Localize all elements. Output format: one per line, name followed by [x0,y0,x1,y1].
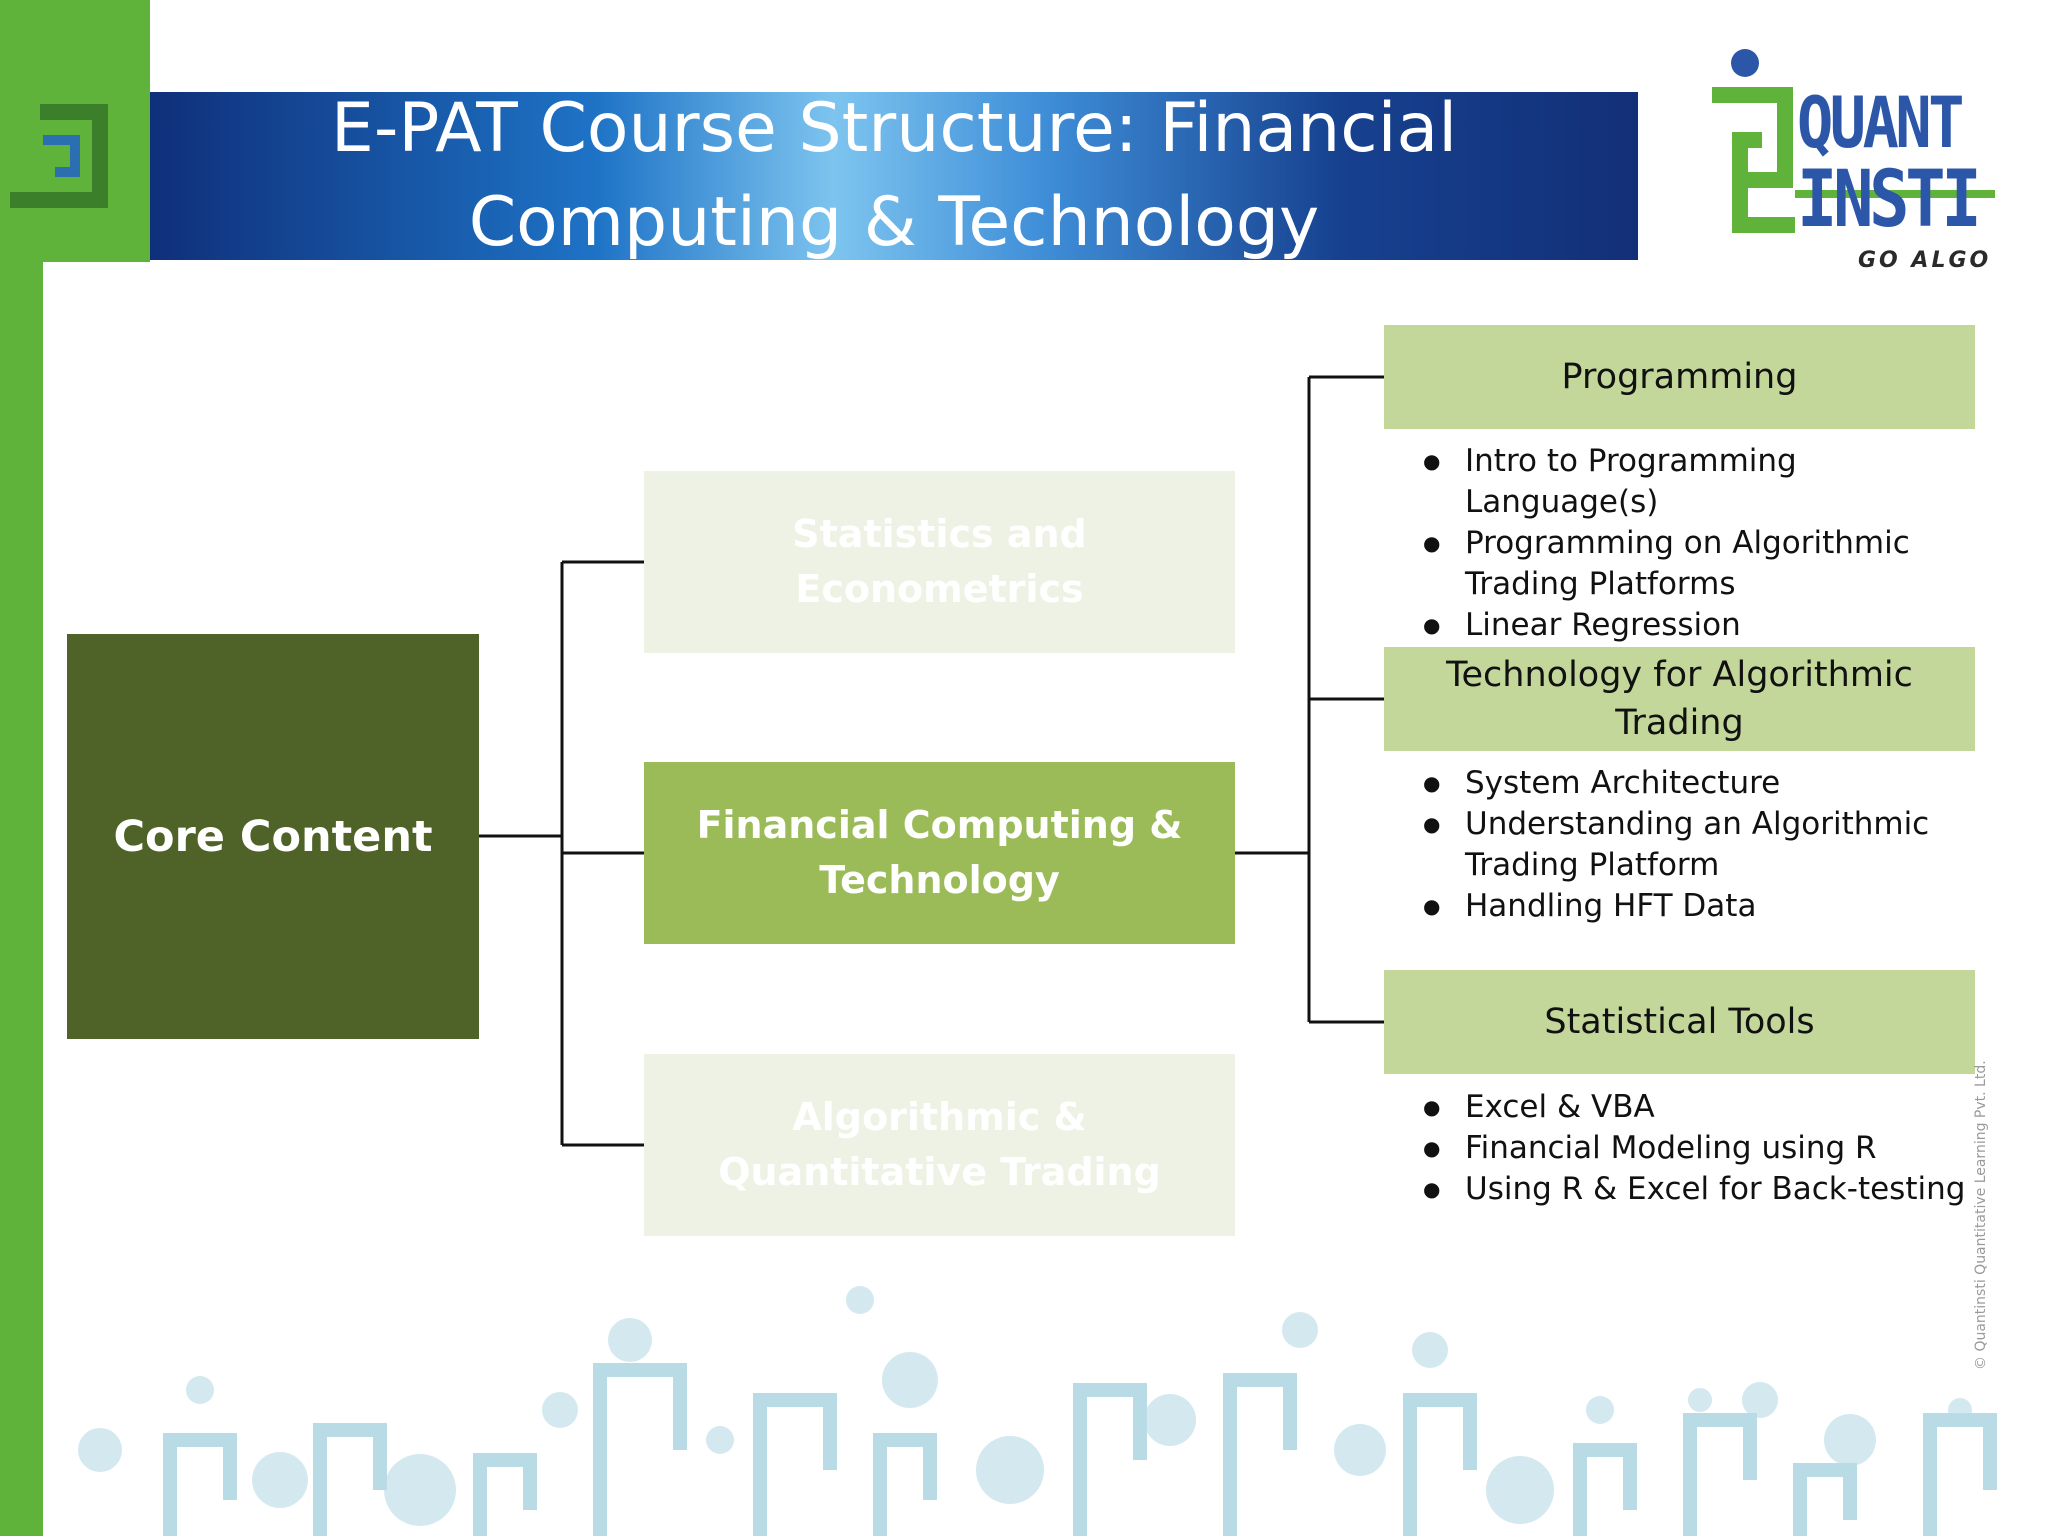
topic-heading: Statistical Tools [1544,1002,1815,1042]
topic-programming-list: Intro to Programming Language(s) Program… [1423,441,1983,646]
list-item: Using R & Excel for Back-testing [1423,1169,1983,1210]
list-item: Intro to Programming Language(s) [1423,441,1983,523]
topic-statistical-tools-box: Statistical Tools [1384,970,1975,1074]
list-item: System Architecture [1423,763,1983,804]
list-item: Handling HFT Data [1423,886,1983,927]
title-bar: E-PAT Course Structure: Financial Comput… [150,89,1638,262]
list-item: Financial Modeling using R [1423,1128,1983,1169]
topic-heading: Programming [1561,357,1798,397]
logo-text-quant: QUANT [1797,82,1964,164]
branch-label: Financial Computing & Technology [696,803,1183,902]
list-item: Linear Regression [1423,605,1983,646]
branch-algorithmic-trading-box: Algorithmic & Quantitative Trading [644,1054,1235,1236]
list-item: Programming on Algorithmic Trading Platf… [1423,523,1983,605]
topic-statistical-tools-list: Excel & VBA Financial Modeling using R U… [1423,1087,1983,1210]
branch-statistics-box: Statistics and Econometrics [644,471,1235,653]
core-content-box: Core Content [67,634,479,1039]
quantinsti-logo-icon [1712,49,1995,233]
list-item: Excel & VBA [1423,1087,1983,1128]
branch-label: Statistics and Econometrics [792,512,1087,611]
topic-technology-box: Technology for Algorithmic Trading [1384,647,1975,751]
logo-tagline: GO ALGO [1858,248,1992,273]
topic-technology-list: System Architecture Understanding an Alg… [1423,763,1983,927]
logo-text-insti: INSTI [1797,155,1982,245]
topic-heading: Technology for Algorithmic Trading [1446,655,1913,743]
slide-title: E-PAT Course Structure: Financial Comput… [330,89,1458,262]
green-frame-left [0,0,43,1536]
corner-spiral-icon [10,104,108,208]
list-item: Understanding an Algorithmic Trading Pla… [1423,804,1983,886]
branch-financial-computing-box: Financial Computing & Technology [644,762,1235,944]
branch-label: Algorithmic & Quantitative Trading [718,1095,1161,1194]
topic-programming-box: Programming [1384,325,1975,429]
core-content-label: Core Content [113,811,433,862]
decorative-pattern [78,1286,1997,1536]
